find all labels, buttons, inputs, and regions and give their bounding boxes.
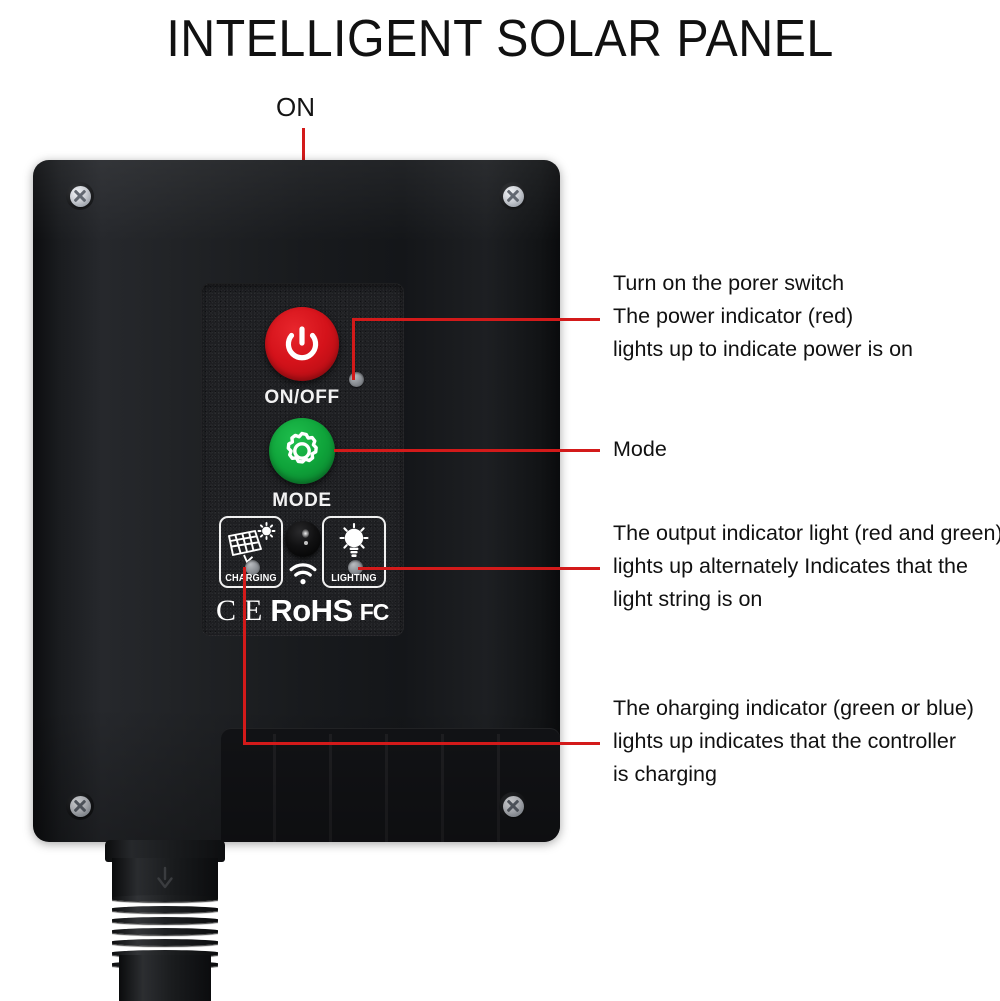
callout-line: is charging [613, 762, 717, 786]
power-button-caption: ON/OFF [264, 387, 340, 408]
page-title: INTELLIGENT SOLAR PANEL [166, 10, 834, 68]
callout-line: The output indicator light (red and gree… [613, 521, 1000, 545]
ce-mark: C E [216, 594, 264, 627]
callout-mode: Mode [613, 433, 667, 466]
leader-line-power-h [352, 318, 600, 321]
leader-line-mode [334, 449, 600, 452]
output-cable [119, 955, 211, 1001]
charging-label: CHARGING [225, 573, 277, 584]
lighting-indicator-box: LIGHTING [322, 516, 386, 588]
cable-gland-collar [105, 840, 225, 862]
callout-line: The oharging indicator (green or blue) [613, 696, 974, 720]
power-icon [285, 326, 319, 361]
light-bulb-icon [324, 522, 384, 564]
callout-line: Mode [613, 437, 667, 461]
wifi-icon [285, 561, 321, 587]
leader-line-output [358, 567, 600, 570]
solar-panel-icon [221, 522, 281, 564]
lighting-label: LIGHTING [331, 573, 377, 584]
control-panel-inset: ON/OFF MODE [201, 283, 404, 636]
callout-output-indicator: The output indicator light (red and gree… [613, 517, 1000, 616]
screw-bottom-right [499, 792, 527, 820]
lighting-led [348, 560, 363, 575]
mode-button[interactable] [269, 418, 335, 484]
fc-mark: FC [359, 599, 390, 625]
callout-line: light string is on [613, 587, 763, 611]
leader-line-power-v [352, 318, 355, 380]
screw-bottom-left [66, 792, 94, 820]
power-button[interactable] [265, 307, 339, 381]
callout-power-switch: Turn on the porer switch The power indic… [613, 267, 913, 366]
charging-led [245, 560, 260, 575]
leader-line-charging-h [243, 742, 600, 745]
vent-panel [221, 728, 560, 842]
down-arrow-icon [150, 864, 180, 890]
on-label: ON [276, 92, 315, 122]
charging-indicator-box: CHARGING [219, 516, 283, 588]
callout-charging-indicator: The oharging indicator (green or blue) l… [613, 692, 974, 791]
controller-enclosure: ON/OFF MODE [33, 160, 560, 842]
callout-line: Turn on the porer switch [613, 271, 845, 295]
light-sensor-dome [285, 521, 321, 557]
rohs-mark: RoHS [270, 593, 353, 628]
gear-icon [286, 431, 318, 464]
screw-top-left [66, 182, 94, 210]
callout-line: lights up indicates that the controller [613, 729, 957, 753]
mode-button-caption: MODE [272, 490, 332, 511]
certification-marks: C E RoHS FC [216, 593, 390, 628]
callout-line: lights up alternately Indicates that the [613, 554, 968, 578]
callout-line: lights up to indicate power is on [613, 337, 913, 361]
callout-line: The power indicator (red) [613, 304, 854, 328]
leader-line-charging-v [243, 567, 246, 744]
screw-top-right [499, 182, 527, 210]
